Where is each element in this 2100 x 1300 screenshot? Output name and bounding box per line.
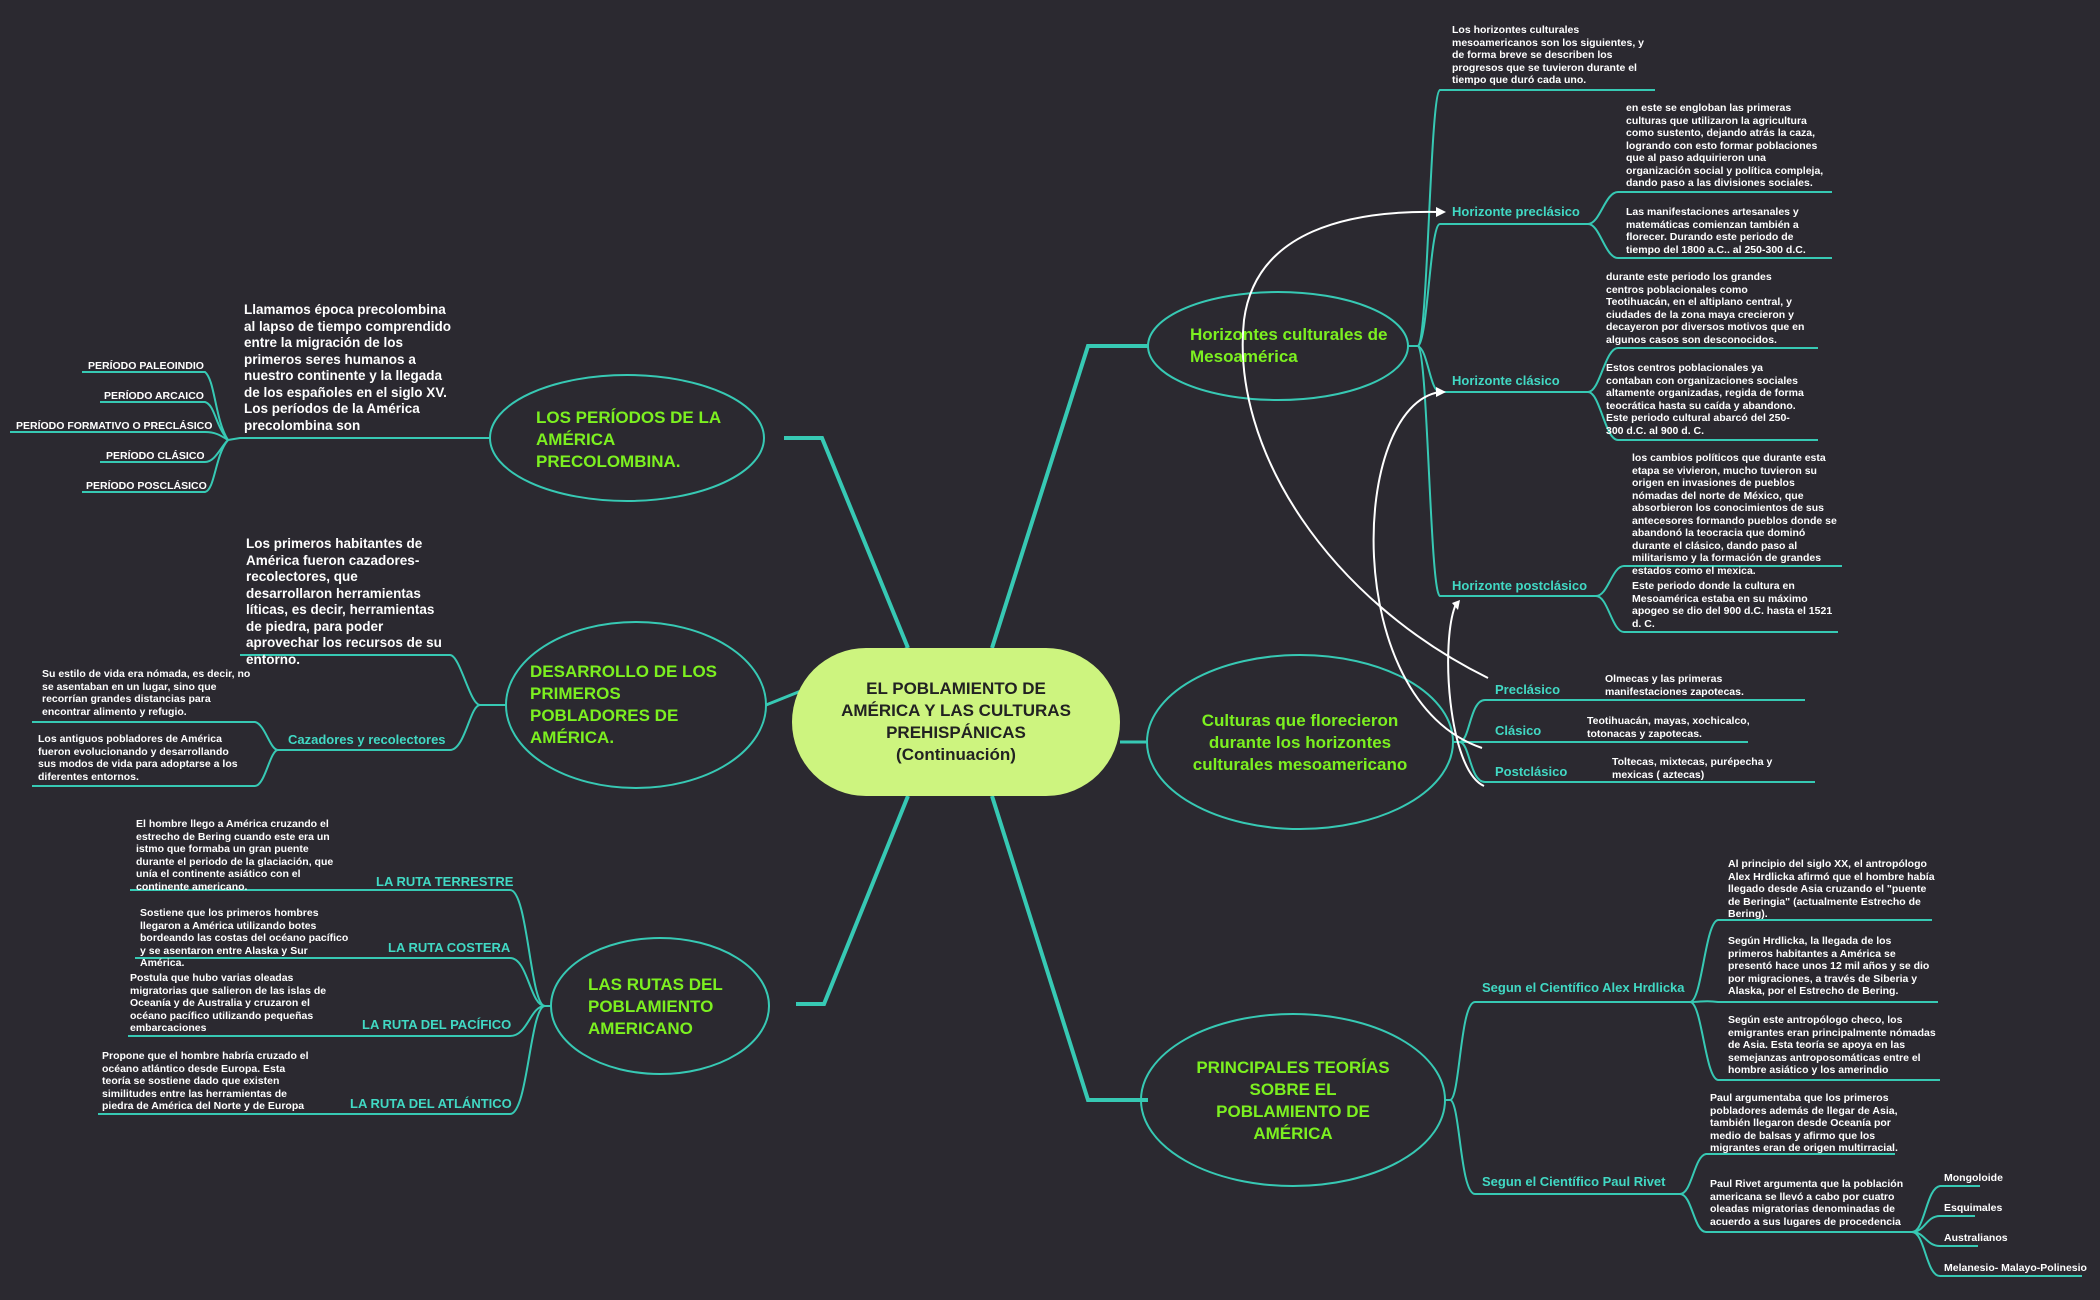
ruta-pacifico-label: LA RUTA DEL PACÍFICO <box>362 1017 512 1032</box>
horizonte-clasico-text-1: durante este periodo los grandes centros… <box>1606 271 1805 346</box>
node-periodos[interactable]: LOS PERÍODOS DE LA AMÉRICA PRECOLOMBINA. <box>536 402 736 478</box>
horizonte-clasico-label: Horizonte clásico <box>1452 373 1560 388</box>
cultura-preclasico-label: Preclásico <box>1495 682 1561 697</box>
node-culturas[interactable]: Culturas que florecieron durante los hor… <box>1190 698 1410 788</box>
periodo-item: PERÍODO CLÁSICO <box>106 450 205 462</box>
periodo-item: PERÍODO ARCAICO <box>104 390 204 402</box>
rivet-label: Segun el Científico Paul Rivet <box>1482 1174 1666 1189</box>
hrdlicka-label: Segun el Científico Alex Hrdlicka <box>1482 980 1685 995</box>
oleada-item: Esquimales <box>1944 1202 2003 1214</box>
horizonte-preclasico-label: Horizonte preclásico <box>1452 204 1580 219</box>
cultura-postclasico-text: Toltecas, mixtecas, purépecha y mexicas … <box>1612 756 1773 781</box>
node-desarrollo-title: DESARROLLO DE LOS PRIMEROS POBLADORES DE… <box>530 662 718 747</box>
central-topic-title: EL POBLAMIENTO DE AMÉRICA Y LAS CULTURAS… <box>841 679 1071 764</box>
hrdlicka-text-3: Según este antropólogo checo, los emigra… <box>1728 1014 1936 1076</box>
desarrollo-description: Los primeros habitantes de América fuero… <box>246 536 442 667</box>
ruta-costera-text: Sostiene que los primeros hombres llegar… <box>140 907 349 969</box>
periodo-item: PERÍODO POSCLÁSICO <box>86 480 207 492</box>
node-teorias[interactable]: PRINCIPALES TEORÍAS SOBRE EL POBLAMIENTO… <box>1188 1056 1398 1146</box>
horizonte-preclasico-text-2: Las manifestaciones artesanales y matemá… <box>1626 206 1806 256</box>
periodos-description: Llamamos época precolombina al lapso de … <box>244 302 452 433</box>
cazadores-label: Cazadores y recolectores <box>288 732 446 747</box>
oleada-item: Melanesio- Malayo-Polinesio <box>1944 1262 2087 1274</box>
oleada-item: Australianos <box>1944 1232 2008 1244</box>
rivet-text-1: Paul argumentaba que los primeros poblad… <box>1710 1092 1898 1154</box>
rivet-text-2: Paul Rivet argumenta que la población am… <box>1710 1178 1904 1228</box>
horizonte-postclasico-text-2: Este periodo donde la cultura en Mesoamé… <box>1632 580 1833 630</box>
node-desarrollo[interactable]: DESARROLLO DE LOS PRIMEROS POBLADORES DE… <box>530 660 740 750</box>
cazadores-text-1: Su estilo de vida era nómada, es decir, … <box>42 668 251 718</box>
horizonte-postclasico-label: Horizonte postclásico <box>1452 578 1588 593</box>
node-horizontes-title: Horizontes culturales de Mesoamérica <box>1190 325 1388 366</box>
ruta-atlantico-text: Propone que el hombre habría cruzado el … <box>102 1050 309 1112</box>
oleada-item: Mongoloide <box>1944 1172 2003 1184</box>
cultura-postclasico-label: Postclásico <box>1495 764 1568 779</box>
periodo-item: PERÍODO PALEOINDIO <box>88 360 204 372</box>
node-horizontes[interactable]: Horizontes culturales de Mesoamérica <box>1190 322 1390 370</box>
cultura-preclasico-text: Olmecas y las primeras manifestaciones z… <box>1605 673 1744 698</box>
node-teorias-title: PRINCIPALES TEORÍAS SOBRE EL POBLAMIENTO… <box>1196 1058 1390 1143</box>
ruta-atlantico-label: LA RUTA DEL ATLÁNTICO <box>350 1096 512 1111</box>
hrdlicka-text-2: Según Hrdlicka, la llegada de los primer… <box>1728 935 1930 997</box>
horizonte-postclasico-text-1: los cambios políticos que durante esta e… <box>1632 452 1837 577</box>
central-topic[interactable]: EL POBLAMIENTO DE AMÉRICA Y LAS CULTURAS… <box>792 648 1120 796</box>
horizonte-preclasico-text-1: en este se engloban las primeras cultura… <box>1626 102 1824 189</box>
cultura-clasico-text: Teotihuacán, mayas, xochicalco, totonaca… <box>1587 715 1750 740</box>
horizonte-clasico-text-2: Estos centros poblacionales ya contaban … <box>1606 362 1804 437</box>
ruta-terrestre-text: El hombre llego a América cruzando el es… <box>136 818 334 893</box>
horizontes-intro: Los horizontes culturales mesoamericanos… <box>1452 24 1644 86</box>
node-rutas-title: LAS RUTAS DEL POBLAMIENTO AMERICANO <box>588 975 723 1038</box>
node-periodos-title: LOS PERÍODOS DE LA AMÉRICA PRECOLOMBINA. <box>536 408 721 471</box>
periodo-item: PERÍODO FORMATIVO O PRECLÁSICO <box>16 420 213 432</box>
cazadores-text-2: Los antiguos pobladores de América fuero… <box>38 733 238 783</box>
ruta-pacifico-text: Postula que hubo varias oleadas migrator… <box>130 972 327 1034</box>
ruta-terrestre-label: LA RUTA TERRESTRE <box>376 874 514 889</box>
ruta-costera-label: LA RUTA COSTERA <box>388 940 511 955</box>
cultura-clasico-label: Clásico <box>1495 723 1542 738</box>
hrdlicka-text-1: Al principio del siglo XX, el antropólog… <box>1728 858 1935 920</box>
node-rutas[interactable]: LAS RUTAS DEL POBLAMIENTO AMERICANO <box>588 972 738 1042</box>
node-culturas-title: Culturas que florecieron durante los hor… <box>1192 711 1408 774</box>
